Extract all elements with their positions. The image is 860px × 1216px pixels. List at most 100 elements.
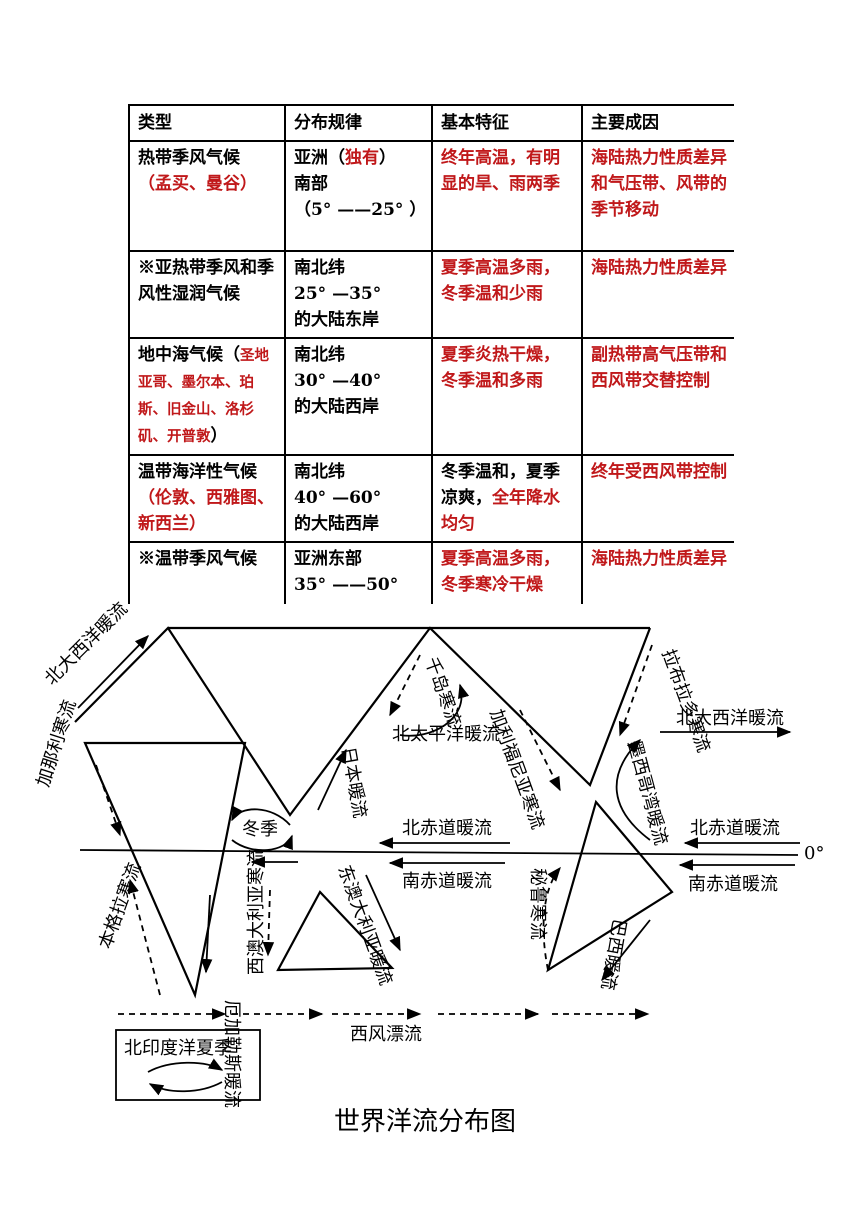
dist-highlight: 独有 xyxy=(345,148,379,168)
benguela-cold-arrow xyxy=(127,878,161,996)
north-equatorial-warm-label-2: 北赤道暖流 xyxy=(690,818,780,839)
climate-name: ） xyxy=(210,426,228,446)
canary-cold-arrow xyxy=(95,764,122,837)
dist-text: 的大陆东岸 xyxy=(294,310,379,330)
climate-examples: 圣地亚哥、墨尔本、珀斯、旧金山、洛杉矶、开普敦 xyxy=(138,347,269,445)
north-atlantic-warm-left-arrow xyxy=(77,634,150,709)
table-row: 地中海气候（圣地亚哥、墨尔本、珀斯、旧金山、洛杉矶、开普敦） 南北纬 30° —… xyxy=(128,337,734,456)
california-cold-label: 加利福尼亚寒流 xyxy=(485,707,548,833)
legend-arrow-lower xyxy=(148,1081,223,1096)
north-equatorial-warm-label-1: 北赤道暖流 xyxy=(402,818,492,839)
feature-highlight: 全年降水均匀 xyxy=(441,488,560,534)
cell-cause: 终年受西风带控制 xyxy=(581,454,734,543)
cell-type: 温带海洋性气候 （伦敦、西雅图、新西兰） xyxy=(128,454,286,543)
cell-cause: 海陆热力性质差异和气压带、风带的季节移动 xyxy=(581,140,734,252)
dist-latitude: 35° ——50° xyxy=(294,575,399,595)
table-row: 热带季风气候 （孟买、曼谷） 亚洲（独有） 南部 （5° ——25° ） 终年高… xyxy=(128,140,734,252)
winter-loop-lower xyxy=(231,834,293,852)
cell-type: ※温带季风气候 xyxy=(128,541,286,604)
header-distribution: 分布规律 xyxy=(284,104,433,142)
cell-features: 终年高温，有明显的旱、雨两季 xyxy=(431,140,583,252)
cell-features: 夏季炎热干燥，冬季温和多雨 xyxy=(431,337,583,456)
header-type: 类型 xyxy=(128,104,286,142)
dist-text: 亚洲（ xyxy=(294,148,345,168)
australia-shape xyxy=(276,890,395,972)
north-america-europe-shape xyxy=(74,626,652,817)
cell-distribution: 亚洲东部 35° ——50° xyxy=(284,541,433,604)
legend-arrow-upper xyxy=(147,1058,224,1073)
north-pacific-warm-arrow xyxy=(399,683,470,737)
dist-latitude: 30° —40° xyxy=(294,371,382,391)
brazil-warm-arrow xyxy=(601,919,651,982)
north-pacific-warm-label: 北太平洋暖流 xyxy=(392,724,500,745)
cell-distribution: 南北纬 25° —35° 的大陆东岸 xyxy=(284,250,433,339)
south-equatorial-warm-label-2: 南赤道暖流 xyxy=(688,874,778,895)
peru-cold-arrow xyxy=(542,866,561,971)
east-australia-warm-arrow xyxy=(365,874,401,952)
table-row: ※温带季风气候 亚洲东部 35° ——50° 夏季高温多雨，冬季寒冷干燥 海陆热… xyxy=(128,541,734,604)
table-header-row: 类型 分布规律 基本特征 主要成因 xyxy=(128,104,734,142)
climate-name: 热带季风气候 xyxy=(138,148,240,168)
peru-cold-label: 秘鲁寒流 xyxy=(527,868,548,940)
labrador-cold-label: 拉布拉多寒流 xyxy=(657,647,714,756)
map-title: 世界洋流分布图 xyxy=(334,1107,516,1137)
dist-text: 亚洲东部 xyxy=(294,549,362,569)
cell-features: 夏季高温多雨，冬季寒冷干燥 xyxy=(431,541,583,604)
ocean-currents-map: 0° 北大西洋暖流 加那利寒流 本格拉寒流 厄加勒斯暖流 冬季 西澳大利亚寒流 … xyxy=(33,600,825,1137)
cell-cause: 海陆热力性质差异 xyxy=(581,250,734,339)
california-cold-arrow xyxy=(519,709,561,792)
west-australia-cold-arrow xyxy=(262,889,275,957)
dist-text: 的大陆西岸 xyxy=(294,514,379,534)
climate-table: 类型 分布规律 基本特征 主要成因 热带季风气候 （孟买、曼谷） 亚洲（独有） … xyxy=(128,104,734,604)
climate-examples: （伦敦、西雅图、新西兰） xyxy=(138,488,274,534)
south-america-shape xyxy=(546,799,674,973)
dist-text: 南北纬 xyxy=(294,258,345,278)
agulhas-warm-arrow xyxy=(200,894,213,974)
climate-name: 地中海气候（ xyxy=(138,345,240,365)
kuroshio-warm-arrow xyxy=(317,748,347,811)
cell-features: 冬季温和，夏季凉爽，全年降水均匀 xyxy=(431,454,583,543)
legend-label: 北印度洋夏季 xyxy=(124,1038,232,1059)
header-cause: 主要成因 xyxy=(581,104,734,142)
table-row: 温带海洋性气候 （伦敦、西雅图、新西兰） 南北纬 40° —60° 的大陆西岸 … xyxy=(128,454,734,543)
cell-cause: 海陆热力性质差异 xyxy=(581,541,734,604)
west-wind-drift-label: 西风漂流 xyxy=(350,1024,422,1045)
climate-name: 温带海洋性气候 xyxy=(138,462,257,482)
agulhas-warm-label: 厄加勒斯暖流 xyxy=(221,1000,242,1108)
canary-cold-label: 加那利寒流 xyxy=(33,697,81,789)
west-australia-cold-label: 西澳大利亚寒流 xyxy=(246,849,267,975)
south-equatorial-warm-label-1: 南赤道暖流 xyxy=(402,871,492,892)
cell-type: 热带季风气候 （孟买、曼谷） xyxy=(128,140,286,252)
oyashio-cold-label: 千岛寒流 xyxy=(420,655,464,730)
oyashio-cold-arrow xyxy=(389,654,421,717)
cell-cause: 副热带高气压带和西风带交替控制 xyxy=(581,337,734,456)
winter-label: 冬季 xyxy=(242,819,278,840)
north-atlantic-warm-right-label: 北大西洋暖流 xyxy=(676,708,784,729)
cell-type: ※亚热带季风和季风性湿润气候 xyxy=(128,250,286,339)
dist-text: 的大陆西岸 xyxy=(294,397,379,417)
cell-distribution: 南北纬 30° —40° 的大陆西岸 xyxy=(284,337,433,456)
labrador-cold-arrow xyxy=(618,644,653,737)
header-features: 基本特征 xyxy=(431,104,583,142)
dist-latitude: 25° —35° xyxy=(294,284,382,304)
dist-latitude: （5° ——25° ） xyxy=(294,200,427,220)
dist-text: 南部 xyxy=(294,174,328,194)
africa-shape xyxy=(83,741,247,999)
gulf-stream-warm-label: 墨西哥湾暖流 xyxy=(623,738,671,848)
equator-line xyxy=(79,849,799,856)
benguela-cold-label: 本格拉寒流 xyxy=(95,860,146,952)
legend-box xyxy=(115,1029,261,1101)
cell-type: 地中海气候（圣地亚哥、墨尔本、珀斯、旧金山、洛杉矶、开普敦） xyxy=(128,337,286,456)
gulf-stream-warm-arrow xyxy=(615,738,651,841)
dist-latitude: 40° —60° xyxy=(294,488,382,508)
equator-label: 0° xyxy=(804,843,824,864)
cell-features: 夏季高温多雨，冬季温和少雨 xyxy=(431,250,583,339)
cell-distribution: 南北纬 40° —60° 的大陆西岸 xyxy=(284,454,433,543)
kuroshio-warm-label: 日本暖流 xyxy=(337,745,370,820)
dist-text: 南北纬 xyxy=(294,345,345,365)
feature-text: 冬季温和，夏季凉爽， xyxy=(441,462,560,508)
winter-loop-upper xyxy=(231,805,291,826)
climate-examples: （孟买、曼谷） xyxy=(138,174,257,194)
brazil-warm-label: 巴西暖流 xyxy=(597,917,630,992)
table-row: ※亚热带季风和季风性湿润气候 南北纬 25° —35° 的大陆东岸 夏季高温多雨… xyxy=(128,250,734,339)
